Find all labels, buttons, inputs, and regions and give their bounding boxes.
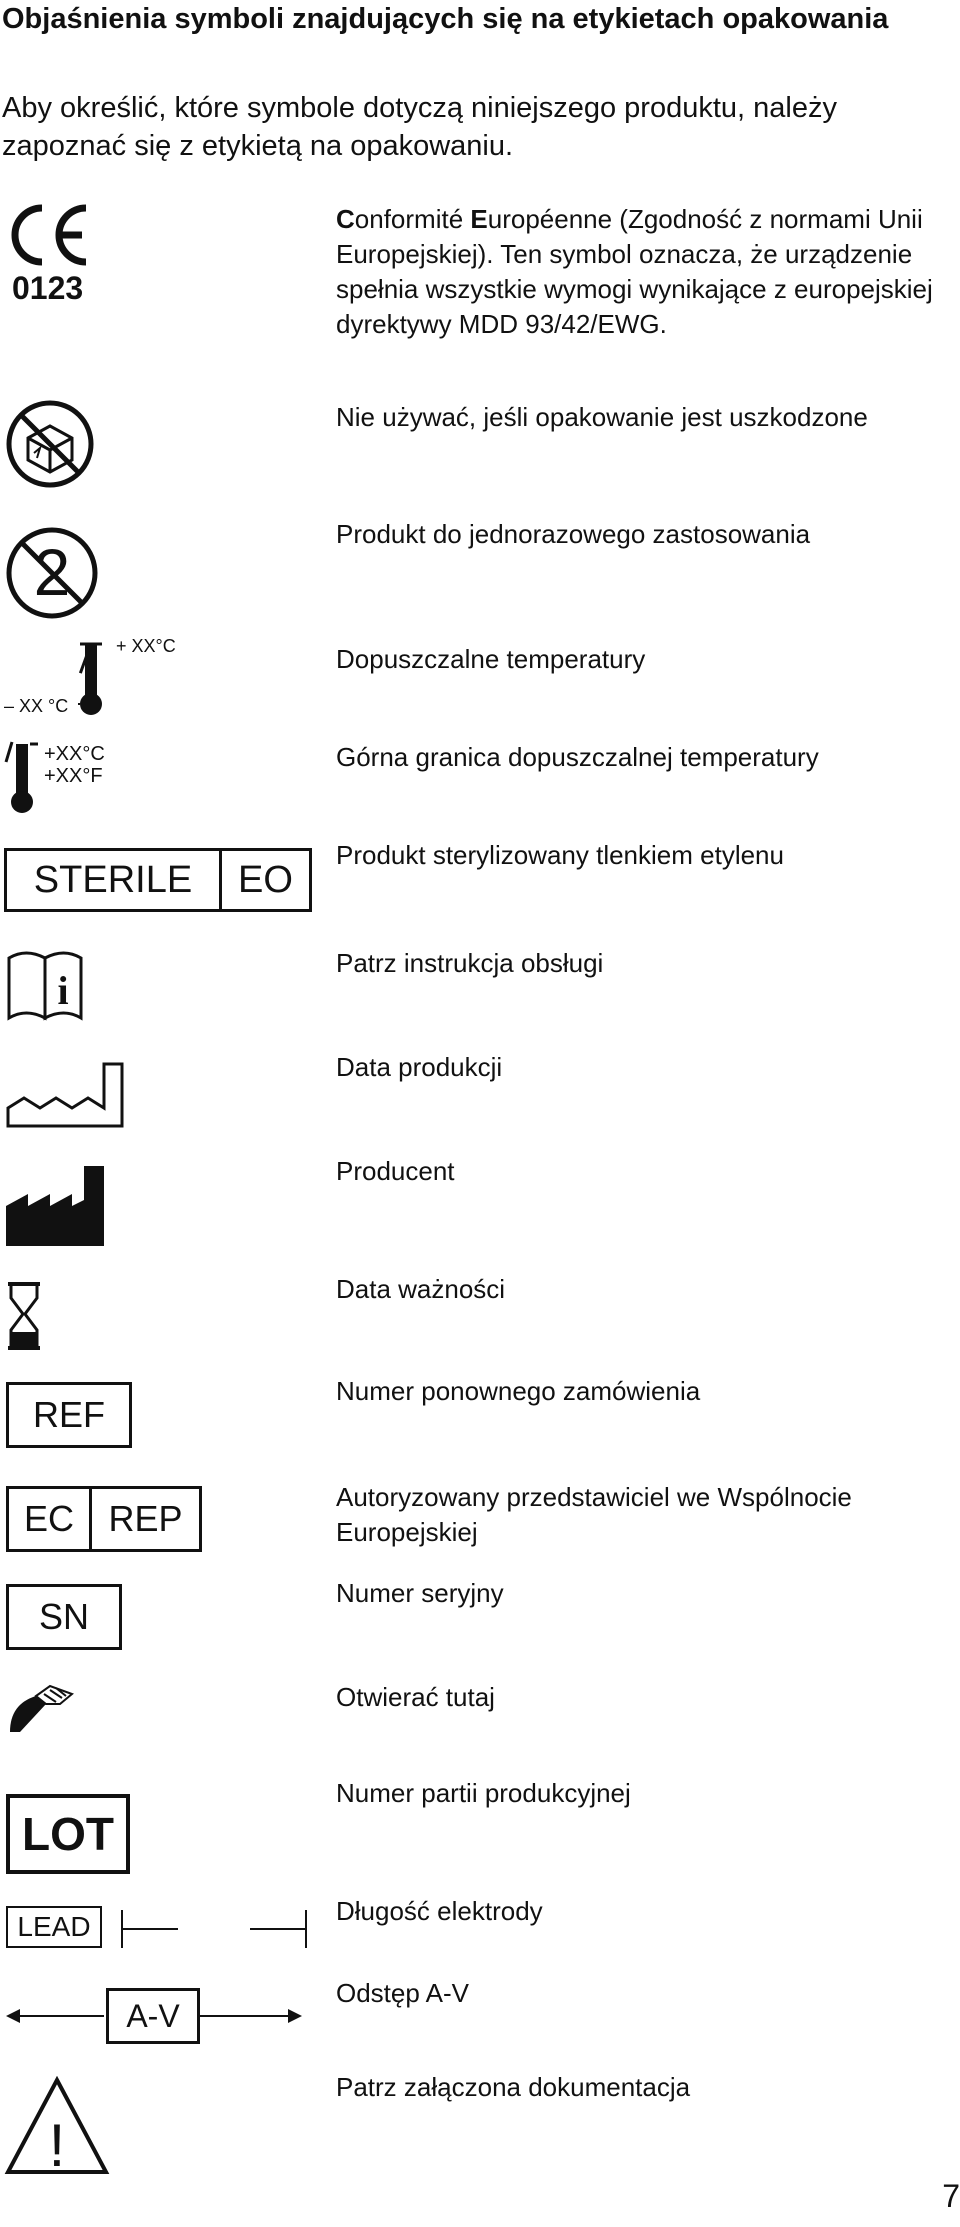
ref-description: Numer ponownego zamówienia (336, 1376, 701, 1406)
manufacture-date-description: Data produkcji (336, 1052, 503, 1082)
sn-symbol: SN (6, 1584, 122, 1650)
ce-mark-icon (11, 204, 87, 266)
single-use-symbol: 2 (4, 525, 100, 626)
sterile-description: Produkt sterylizowany tlenkiem etylenu (336, 840, 784, 870)
damaged-package-description: Nie używać, jeśli opakowanie jest uszkod… (336, 402, 868, 432)
sterile-eo-symbol: STERILE EO (4, 848, 312, 912)
sn-description: Numer seryjny (336, 1578, 504, 1608)
ce-mark-symbol: 0123 (2, 200, 92, 310)
lead-length-description: Długość elektrody (336, 1896, 543, 1926)
intro-text: Aby określić, które symbole dotyczą nini… (2, 92, 837, 162)
hourglass-icon (8, 1282, 40, 1350)
open-here-symbol (6, 1684, 76, 1741)
upper-temperature-label: + XX°C (116, 636, 176, 656)
thermometer-upper-icon (4, 741, 38, 813)
ce-text-1: onformité (354, 204, 471, 234)
notified-body-number: 0123 (12, 270, 84, 306)
lead-length-symbol: LEAD (6, 1904, 312, 1954)
book-info-icon: i (7, 951, 83, 1021)
instructions-symbol: i (6, 950, 84, 1027)
expiry-date-description: Data ważności (336, 1274, 506, 1304)
rep-label: REP (108, 1498, 183, 1539)
damaged-package-symbol (4, 398, 96, 495)
info-glyph: i (57, 968, 68, 1013)
upper-temperature-symbol: +XX°C +XX°F (4, 738, 164, 818)
av-label: A-V (106, 1988, 200, 2044)
eo-label: EO (238, 858, 293, 901)
damaged-package-icon (6, 400, 94, 488)
temperature-range-description: Dopuszczalne temperatury (336, 644, 646, 674)
ec-label: EC (9, 1489, 92, 1549)
ec-rep-symbol: EC REP (6, 1486, 202, 1552)
lead-length-dimension-icon (121, 1910, 307, 1948)
lower-temperature-label: – XX °C (4, 696, 69, 716)
page-number: 7 (942, 2178, 960, 2214)
av-interval-description: Odstęp A-V (336, 1978, 469, 2008)
ce-bold-e: E (470, 204, 488, 234)
ec-rep-description: Autoryzowany przedstawiciel we Wspólnoci… (336, 1482, 852, 1547)
av-interval-symbol: A-V (4, 1988, 304, 2044)
single-use-description: Produkt do jednorazowego zastosowania (336, 519, 811, 549)
upper-limit-celsius: +XX°C (44, 743, 105, 765)
ce-text-2: uropéenne (Zgodność z normami Unii Europ… (336, 204, 933, 339)
caution-glyph: ! (49, 2112, 66, 2176)
expiry-date-symbol (6, 1282, 42, 1355)
factory-icon (6, 1166, 104, 1246)
single-use-icon: 2 (6, 527, 98, 619)
manufacture-date-symbol (4, 1058, 128, 1135)
sterile-label: STERILE (7, 851, 222, 909)
manufacturer-description: Producent (336, 1156, 455, 1186)
lot-description: Numer partii produkcyjnej (336, 1778, 631, 1808)
upper-limit-fahrenheit: +XX°F (44, 765, 103, 787)
upper-temperature-description: Górna granica dopuszczalnej temperatury (336, 742, 819, 772)
caution-symbol: ! (4, 2075, 110, 2181)
av-interval-arrows-icon (6, 2009, 302, 2023)
temperature-range-symbol: + XX°C – XX °C (0, 636, 200, 720)
lot-symbol: LOT (6, 1794, 130, 1874)
ce-bold-c: C (336, 204, 355, 234)
lead-label: LEAD (6, 1906, 102, 1948)
warning-triangle-icon: ! (4, 2075, 110, 2179)
open-here-description: Otwierać tutaj (336, 1682, 495, 1712)
caution-description: Patrz załączona dokumentacja (336, 2072, 691, 2102)
thermometer-icon (78, 642, 102, 715)
manufacture-date-icon (6, 1062, 124, 1128)
ref-symbol: REF (6, 1382, 132, 1448)
page-heading: Objaśnienia symboli znajdujących się na … (2, 3, 889, 35)
instructions-description: Patrz instrukcja obsługi (336, 948, 604, 978)
open-here-icon (10, 1684, 74, 1732)
ce-description: Conformité Européenne (Zgodność z normam… (336, 202, 936, 342)
manufacturer-symbol (4, 1164, 108, 1253)
